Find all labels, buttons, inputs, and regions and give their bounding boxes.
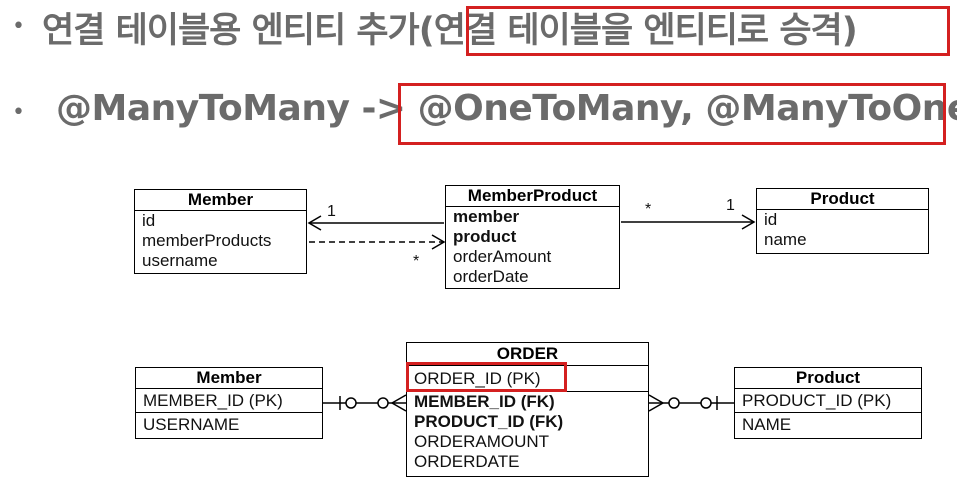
uml-memberproduct-field: orderDate bbox=[453, 267, 529, 286]
erd-product-field: NAME bbox=[742, 415, 792, 434]
uml-member-class: Member id memberProducts username bbox=[134, 189, 307, 274]
uml-member-association bbox=[307, 215, 444, 231]
uml-product-title: Product bbox=[757, 189, 928, 210]
uml-product-field: name bbox=[764, 230, 807, 249]
erd-order-fields: MEMBER_ID (FK) PRODUCT_ID (FK) ORDERAMOU… bbox=[407, 392, 648, 472]
bullet-dot-1: • bbox=[12, 14, 25, 39]
uml-mult-member-many: * bbox=[413, 253, 420, 270]
bullet-1-prefix: 연결 테이블용 엔티티 추가 bbox=[42, 11, 420, 51]
highlight-box-2 bbox=[398, 83, 946, 145]
erd-product-fields: NAME bbox=[735, 413, 921, 436]
uml-mult-member-one: 1 bbox=[327, 203, 336, 220]
uml-memberproduct-field: member bbox=[453, 207, 520, 226]
erd-member-table: Member MEMBER_ID (PK) USERNAME bbox=[135, 367, 323, 439]
erd-order-field: PRODUCT_ID (FK) bbox=[414, 412, 564, 431]
erd-member-pk-section: MEMBER_ID (PK) bbox=[136, 389, 322, 413]
bullet-line-1: 연결 테이블용 엔티티 추가(연결 테이블을 엔티티로 승격) bbox=[42, 2, 858, 53]
bullet-2-highlight: @OneToMany, @ManyToOne bbox=[417, 88, 957, 129]
uml-product-field: id bbox=[764, 210, 778, 229]
uml-product-class: Product id name bbox=[756, 188, 929, 254]
uml-mult-product-one: 1 bbox=[726, 197, 735, 214]
uml-member-dashed-association bbox=[309, 234, 446, 250]
uml-member-field: username bbox=[142, 251, 218, 270]
erd-product-table: Product PRODUCT_ID (PK) NAME bbox=[734, 367, 922, 439]
erd-member-pk: MEMBER_ID (PK) bbox=[143, 391, 283, 410]
uml-member-field: id bbox=[142, 211, 156, 230]
bullet-1-highlight: (연결 테이블을 엔티티로 승격) bbox=[418, 11, 858, 51]
uml-memberproduct-field: product bbox=[453, 227, 517, 246]
erd-product-pk: PRODUCT_ID (PK) bbox=[742, 391, 892, 410]
erd-order-field: MEMBER_ID (FK) bbox=[414, 392, 555, 411]
uml-member-title: Member bbox=[135, 190, 306, 211]
bullet-line-2: @ManyToMany -> @OneToMany, @ManyToOne bbox=[56, 88, 957, 129]
erd-order-title: ORDER bbox=[407, 343, 648, 366]
uml-memberproduct-fields: member product orderAmount orderDate bbox=[446, 207, 619, 287]
erd-product-title: Product bbox=[735, 368, 921, 389]
uml-member-fields: id memberProducts username bbox=[135, 211, 306, 271]
highlight-box-1 bbox=[466, 6, 950, 56]
uml-memberproduct-class: MemberProduct member product orderAmount… bbox=[445, 185, 620, 289]
uml-memberproduct-title: MemberProduct bbox=[446, 186, 619, 207]
erd-member-order-relation bbox=[323, 394, 407, 412]
uml-product-fields: id name bbox=[757, 210, 928, 250]
uml-member-field: memberProducts bbox=[142, 231, 272, 250]
erd-order-field: ORDERAMOUNT bbox=[414, 432, 550, 451]
erd-member-field: USERNAME bbox=[143, 415, 240, 434]
uml-product-association bbox=[621, 214, 756, 230]
erd-member-title: Member bbox=[136, 368, 322, 389]
erd-order-product-relation bbox=[648, 394, 734, 412]
erd-order-pk: ORDER_ID (PK) bbox=[414, 369, 541, 388]
erd-member-fields: USERNAME bbox=[136, 413, 322, 436]
highlight-box-order-pk bbox=[406, 362, 567, 392]
erd-order-field: ORDERDATE bbox=[414, 452, 520, 471]
uml-mult-product-many: * bbox=[645, 201, 652, 218]
bullet-2-prefix: @ManyToMany -> bbox=[56, 88, 418, 129]
bullet-dot-2: • bbox=[12, 100, 25, 125]
uml-memberproduct-field: orderAmount bbox=[453, 247, 552, 266]
erd-product-pk-section: PRODUCT_ID (PK) bbox=[735, 389, 921, 413]
